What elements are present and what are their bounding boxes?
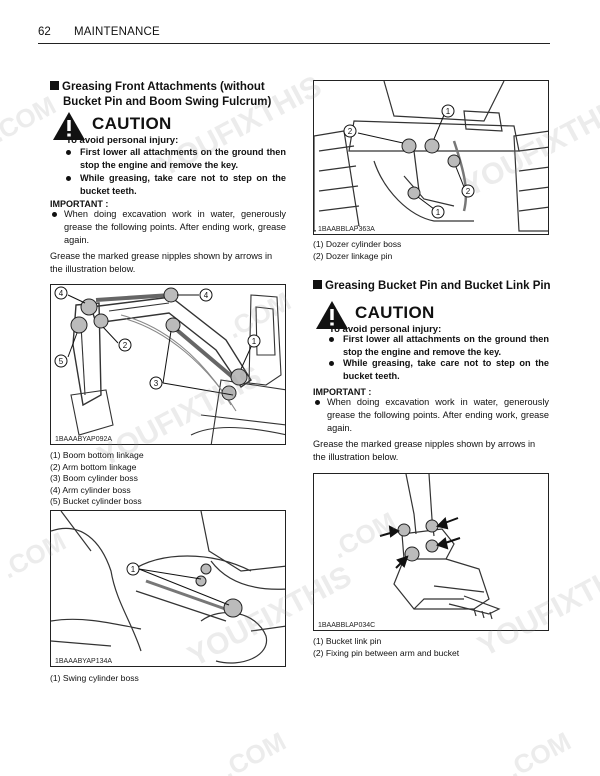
callout-2-a: 2: [348, 127, 353, 136]
caution-avoid-text: To avoid personal injury:: [329, 324, 442, 335]
callout-3: 3: [154, 379, 159, 388]
watermark: .COM: [216, 725, 291, 776]
caption-line: (2) Arm bottom linkage: [50, 461, 137, 472]
right-caution-bullet-1: First lower all attachments on the groun…: [329, 333, 549, 359]
excavator-arm-illustration: 4 4 2 5 1 3: [54, 286, 285, 444]
figure2-captions: (1) Swing cylinder boss: [50, 673, 139, 685]
callout-2-b: 2: [466, 187, 471, 196]
right-instruction: Grease the marked grease nipples shown b…: [313, 439, 536, 462]
callout-1: 1: [131, 565, 136, 574]
callout-1-b: 1: [436, 208, 441, 217]
caution-word: CAUTION: [355, 303, 435, 322]
figure1-captions: (1) Boom bottom linkage (2) Arm bottom l…: [50, 450, 144, 508]
caption-line: (3) Boom cylinder boss: [50, 473, 138, 483]
caption-line: (2) Dozer linkage pin: [313, 250, 393, 261]
callout-4-a: 4: [59, 289, 64, 298]
square-bullet-icon: [313, 280, 322, 289]
figure4-captions: (1) Bucket link pin (2) Fixing pin betwe…: [313, 636, 459, 659]
right-caution-bullet-2: While greasing, take care not to step on…: [329, 357, 549, 383]
bullet-dot-icon: [66, 150, 71, 155]
left-caution-bullet-2: While greasing, take care not to step on…: [66, 172, 286, 198]
caution-avoid-text: To avoid personal injury:: [66, 135, 179, 146]
callout-1-a: 1: [446, 107, 451, 116]
callout-5: 5: [59, 357, 64, 366]
warning-triangle-icon: [316, 301, 348, 329]
caption-line: (2) Fixing pin between arm and bucket: [313, 647, 460, 658]
figure-front-attachments: 4 4 2 5 1 3 1BAAABYAP092A: [50, 284, 286, 445]
right-caution-block: CAUTION To avoid personal injury:: [315, 300, 555, 340]
figure-code: 1BAABBLAP363A: [316, 226, 377, 233]
right-section-title: Greasing Bucket Pin and Bucket Link Pin: [313, 279, 551, 294]
left-important-text: When doing excavation work in water, gen…: [52, 208, 286, 247]
square-bullet-icon: [50, 81, 59, 90]
figure-bucket-pins: 1BAABBLAP034C: [313, 473, 549, 631]
left-caution-bullet-1: First lower all attachments on the groun…: [66, 146, 286, 172]
caption-line: (1) Dozer cylinder boss: [313, 239, 402, 249]
bullet-dot-icon: [52, 212, 57, 217]
figure3-captions: (1) Dozer cylinder boss (2) Dozer linkag…: [313, 239, 401, 262]
bucket-illustration: [379, 474, 501, 620]
figure-dozer: 1 2 2 1 1BAABBLAP363A: [313, 80, 549, 235]
warning-triangle-icon: [53, 112, 85, 140]
callout-2: 2: [123, 341, 128, 350]
caption-line: (5) Bucket cylinder boss: [50, 496, 142, 506]
caption-line: (1) Boom bottom linkage: [50, 450, 144, 460]
caption-line: (4) Arm cylinder boss: [50, 484, 131, 495]
callout-4-b: 4: [204, 291, 209, 300]
swing-cylinder-illustration: 1: [51, 511, 285, 664]
watermark: .COM: [501, 725, 576, 776]
figure-code: 1BAAABYAP134A: [53, 658, 115, 665]
caption-line: (1) Bucket link pin: [313, 636, 382, 646]
page-header: 62 MAINTENANCE: [38, 24, 550, 44]
left-instruction: Grease the marked grease nipples shown b…: [50, 251, 273, 274]
left-section-title: Greasing Front Attachments (without Buck…: [50, 80, 271, 110]
figure-code: 1BAAABYAP092A: [53, 436, 115, 443]
caution-word: CAUTION: [92, 114, 172, 133]
left-caution-block: CAUTION To avoid personal injury:: [52, 111, 292, 151]
right-important-heading: IMPORTANT :: [313, 387, 372, 397]
figure-swing-cylinder: 1 1BAAABYAP134A: [50, 510, 286, 667]
bullet-dot-icon: [329, 361, 334, 366]
bullet-dot-icon: [315, 400, 320, 405]
caption-line: (1) Swing cylinder boss: [50, 673, 139, 683]
bullet-dot-icon: [329, 337, 334, 342]
bullet-dot-icon: [66, 176, 71, 181]
right-important-text: When doing excavation work in water, gen…: [315, 396, 549, 435]
page-number: 62: [38, 26, 51, 38]
left-important-heading: IMPORTANT :: [50, 199, 109, 209]
figure-code: 1BAABBLAP034C: [316, 622, 378, 629]
section-title: MAINTENANCE: [74, 26, 160, 38]
callout-1: 1: [252, 337, 257, 346]
dozer-illustration: 1 2 2 1: [314, 81, 548, 232]
